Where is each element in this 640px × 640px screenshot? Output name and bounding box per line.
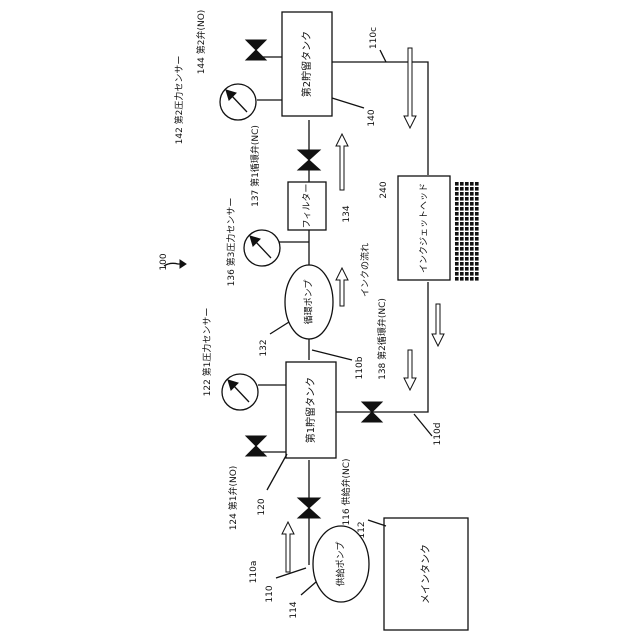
first-circulation-valve-icon [298,150,320,170]
third-pressure-sensor-label: 136 第3圧力センサー [225,198,237,287]
flow-arrow-supply-icon [282,522,294,572]
supply-pump-ref: 114 [289,601,299,618]
supply-valve-icon [298,498,320,518]
circulation-pump-ref: 132 [259,339,269,356]
first-valve-icon [246,436,266,456]
flow-arrow-110c-icon [404,48,416,128]
circulation-pump-ref-leader [270,322,289,334]
main-tank-ref-leader [368,520,386,526]
flow-arrow-pump-icon [336,268,348,306]
pipe-110b-leader [312,350,352,360]
pipe-110d-leader [414,414,432,436]
second-valve-icon [246,40,266,60]
inkjet-head-label: インクジェットヘッド [419,183,430,273]
supply-pump-label: 供給ポンプ [335,542,347,587]
ink-flow-label: インクの流れ [359,243,371,297]
flow-arrow-filter-icon [336,134,348,190]
second-pressure-sensor-label: 142 第2圧力センサー [173,56,185,145]
first-tank-label: 第1貯留タンク [304,377,317,443]
pipe-110c-leader [380,50,386,62]
main-tank-label: メインタンク [420,544,432,604]
pipe-110c-label: 110c [369,27,379,49]
second-pressure-sensor-icon [220,84,256,120]
figure-label: 100 [159,253,169,270]
pipe-110-label: 110 [265,585,275,602]
pipe-110d-label: 110d [433,423,443,446]
second-tank-ref: 140 [367,109,377,126]
first-tank-ref: 120 [257,498,267,515]
filter-ref: 134 [342,205,352,222]
pipe-110b-label: 110b [355,356,365,379]
filter-label: フィルター [302,184,313,229]
circulation-pump-label: 循環ポンプ [303,280,315,325]
first-tank-ref-leader [267,454,287,490]
supply-valve-label: 116 供給弁(NC) [340,458,352,525]
first-valve-label: 124 第1弁(NO) [227,466,239,531]
first-pressure-sensor-label: 122 第1圧力センサー [201,308,213,397]
figure-label-arrow-icon [180,260,186,268]
flow-arrow-110d-lower-icon [404,350,416,390]
first-circulation-valve-label: 137 第1循環弁(NC) [249,125,261,207]
third-pressure-sensor-icon [244,230,280,266]
supply-pump-ref-leader [301,582,316,595]
second-tank-label: 第2貯留タンク [300,31,313,97]
second-circulation-valve-label: 138 第2循環弁(NC) [376,298,388,380]
inkjet-head-ref: 240 [379,181,389,198]
ink-droplets-icon [455,182,479,281]
first-pressure-sensor-icon [222,374,258,410]
pipe-110a-label: 110a [249,561,259,584]
second-valve-label: 144 第2弁(NO) [195,10,207,75]
second-tank-ref-leader [332,98,364,108]
flow-arrow-110d-upper-icon [432,304,444,346]
pipe-110-leader [276,568,306,578]
